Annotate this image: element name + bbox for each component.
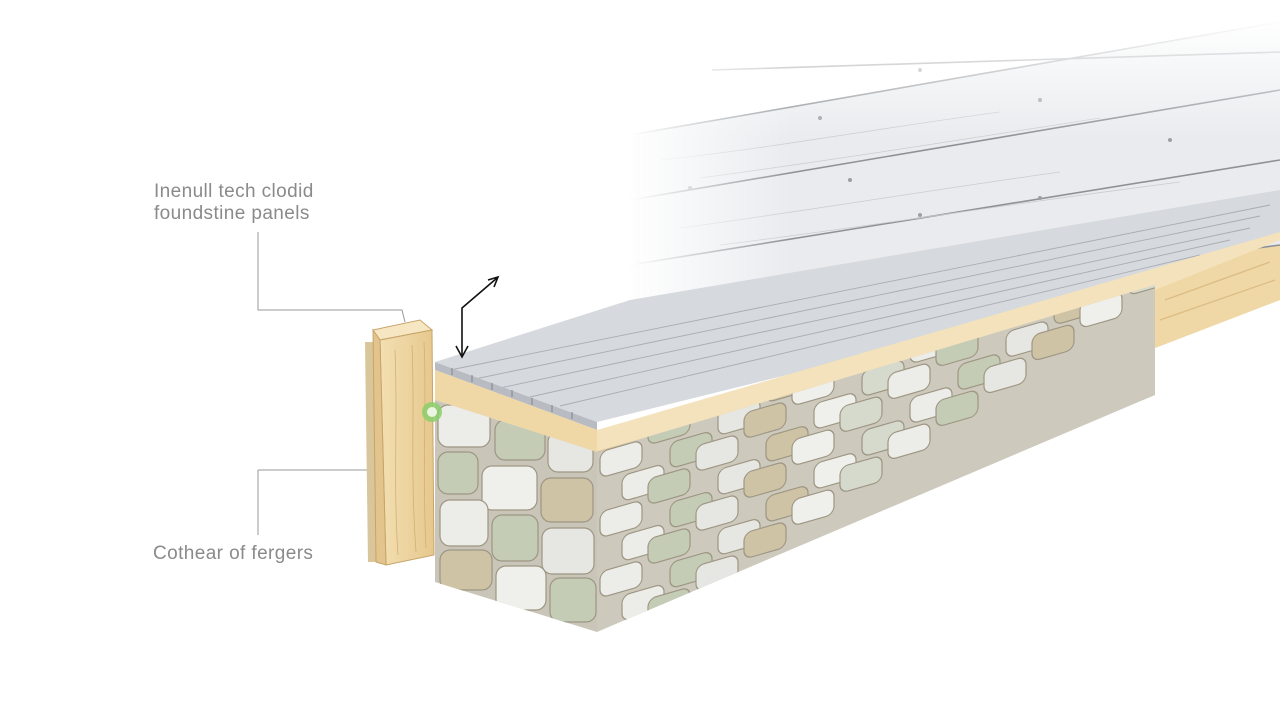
foundation-stone xyxy=(791,489,835,525)
foundation-stone xyxy=(695,495,739,531)
foundation-stone xyxy=(935,390,979,426)
foundation-stone xyxy=(839,456,883,492)
deck-plate xyxy=(435,190,1280,430)
foundation-stone xyxy=(647,468,691,504)
foundation-stone xyxy=(887,423,931,459)
wooden-post xyxy=(365,319,435,566)
foundation-stone xyxy=(791,429,835,465)
foundation-stone xyxy=(887,363,931,399)
foundation-stone xyxy=(1031,324,1075,361)
callout-label-top-line2: foundstine panels xyxy=(154,203,310,224)
foundation-stone xyxy=(599,561,643,597)
foundation-stone xyxy=(743,522,787,558)
foundation-stone xyxy=(839,396,883,432)
foundation-stone xyxy=(599,501,643,537)
green-dot-icon xyxy=(422,402,442,422)
double-arrow-icon xyxy=(455,275,500,359)
foundation-stone xyxy=(743,402,787,438)
foundation-stone xyxy=(647,528,691,564)
callout-label-bottom: Cothear of fergers xyxy=(153,543,314,564)
foundation-stone xyxy=(695,435,739,471)
foundation-stone xyxy=(983,357,1027,394)
foundation-stone xyxy=(743,462,787,498)
callout-label-top-line1: Inenull tech clodid xyxy=(154,181,314,202)
foundation-stone xyxy=(599,441,643,477)
